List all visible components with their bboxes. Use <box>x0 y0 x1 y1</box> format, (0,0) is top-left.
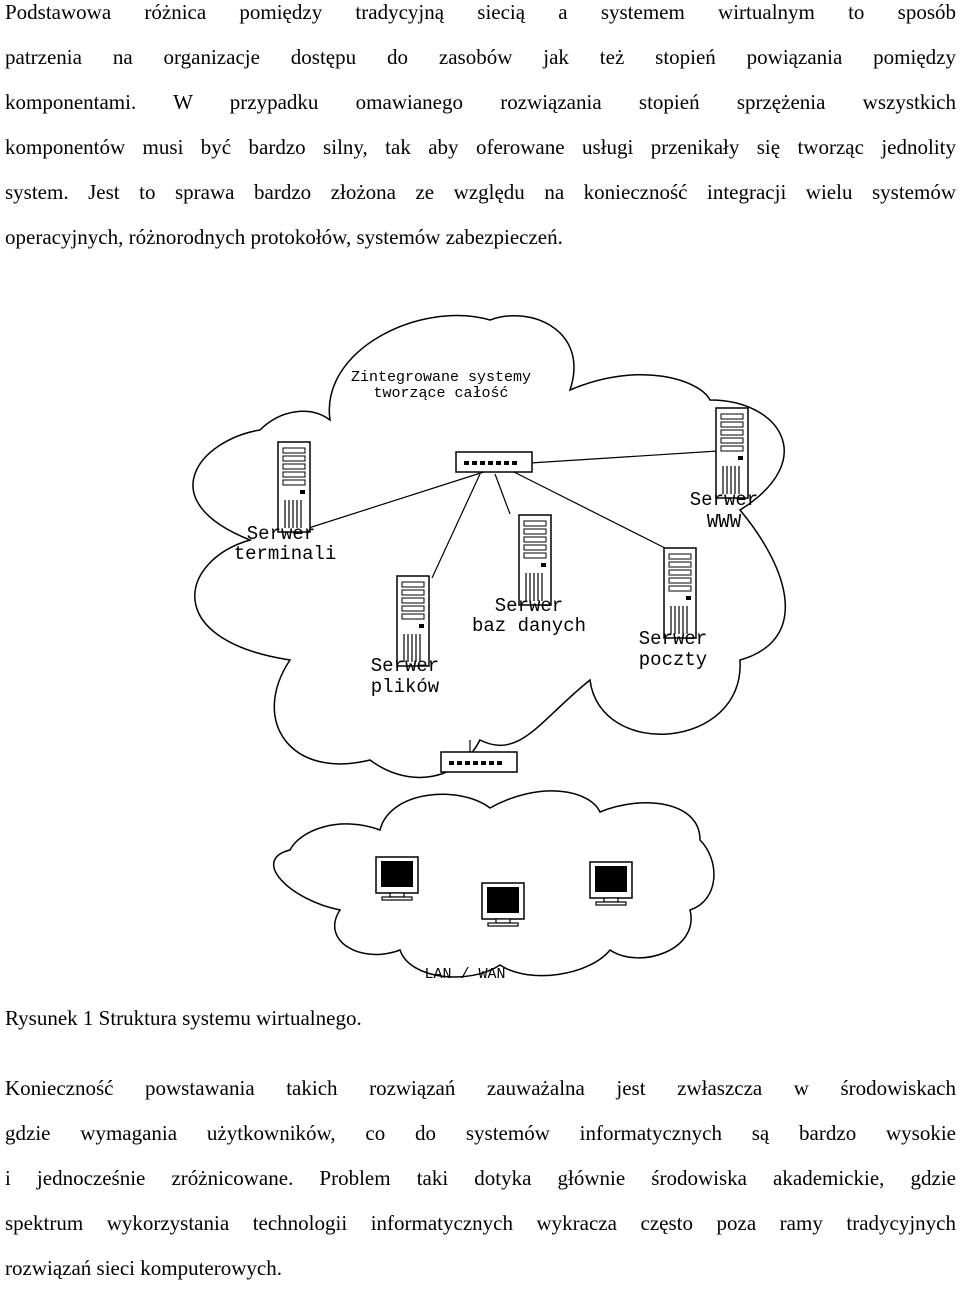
figure-caption: Rysunek 1 Struktura systemu wirtualnego. <box>5 1006 362 1030</box>
paragraph-line: Konieczność powstawania takich rozwiązań… <box>5 1076 956 1100</box>
www-server-label: Serwer <box>690 489 758 511</box>
terminal-server-icon <box>277 441 311 533</box>
database-server-label: Serwer <box>495 595 563 617</box>
paragraph-line: komponentami. W przypadku omawianego roz… <box>5 90 956 114</box>
mail-server-label: poczty <box>639 649 707 671</box>
paragraph-line: gdzie wymagania użytkowników, co do syst… <box>5 1121 956 1145</box>
www-server-label: WWW <box>707 511 742 533</box>
paragraph-intro: Podstawowa różnica pomiędzy tradycyjną s… <box>5 0 956 260</box>
database-server-label: baz danych <box>472 615 586 637</box>
mail-server-icon <box>663 547 697 639</box>
paragraph-line: system. Jest to sprawa bardzo złożona ze… <box>5 180 956 204</box>
paragraph-line: patrzenia na organizacje dostępu do zaso… <box>5 45 956 69</box>
paragraph-line: spektrum wykorzystania technologii infor… <box>5 1211 956 1235</box>
paragraph-line: i jednocześnie zróżnicowane. Problem tak… <box>5 1166 956 1190</box>
paragraph-line: operacyjnych, różnorodnych protokołów, s… <box>5 225 563 249</box>
workstation-monitor-icon <box>375 856 419 901</box>
network-diagram: Zintegrowane systemy tworzące całość Ser… <box>192 314 787 983</box>
workstation-monitor-icon <box>481 882 525 927</box>
terminal-server-label: terminali <box>234 543 337 565</box>
file-server-icon <box>396 575 430 667</box>
paragraph-line: komponentów musi być bardzo silny, tak a… <box>5 135 956 159</box>
integrated-systems-cloud <box>192 314 787 779</box>
paragraph-conclusion: Konieczność powstawania takich rozwiązań… <box>5 1066 956 1291</box>
terminal-server-label: Serwer <box>247 523 315 545</box>
paragraph-line: rozwiązań sieci komputerowych. <box>5 1256 282 1280</box>
paragraph-line: Podstawowa różnica pomiędzy tradycyjną s… <box>5 0 956 24</box>
lan-wan-label: LAN / WAN <box>424 966 505 983</box>
cloud-title: tworzące całość <box>373 385 508 402</box>
mail-server-label: Serwer <box>639 628 707 650</box>
file-server-label: Serwer <box>371 655 439 677</box>
lan-switch-icon <box>440 751 518 773</box>
cloud-title: Zintegrowane systemy <box>351 369 531 386</box>
database-server-icon <box>518 514 552 606</box>
core-switch-icon <box>455 451 533 473</box>
lan-wan-cloud <box>273 790 715 978</box>
file-server-label: plików <box>371 676 440 698</box>
www-server-icon <box>715 407 749 499</box>
workstation-monitor-icon <box>589 861 633 906</box>
